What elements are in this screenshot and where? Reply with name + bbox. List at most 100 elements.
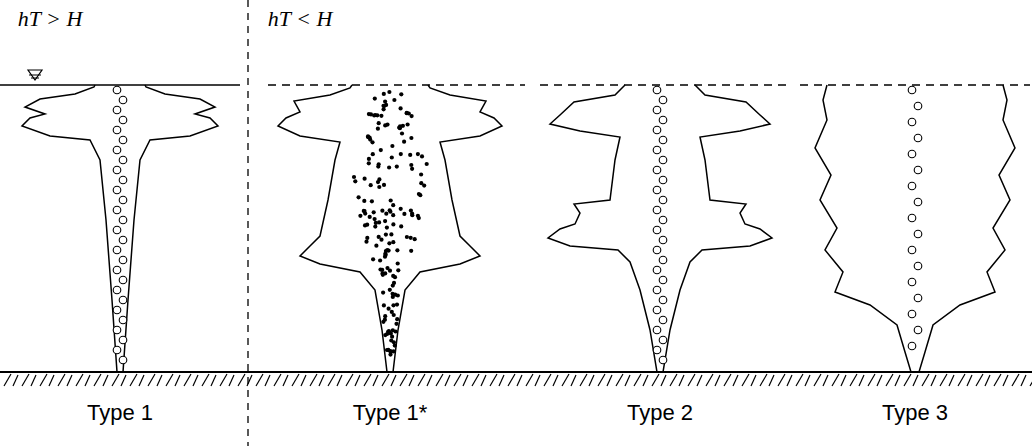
hatch-stroke <box>283 375 288 386</box>
hatch-stroke <box>823 375 828 386</box>
particle-dot <box>377 121 381 125</box>
particle-dot <box>410 211 414 215</box>
bubble <box>914 102 922 110</box>
hatch-stroke <box>751 375 756 386</box>
hatch-stroke <box>121 375 126 386</box>
bubble <box>113 166 121 174</box>
particle-dot <box>399 152 403 156</box>
hatch-stroke <box>1003 375 1008 386</box>
particle-dot <box>362 209 366 213</box>
particle-dot <box>391 284 395 288</box>
bubble <box>113 146 121 154</box>
particle-dot <box>387 165 391 169</box>
bubble <box>659 316 667 324</box>
particle-dot <box>383 314 387 318</box>
hatch-stroke <box>544 374 551 386</box>
particle-dot <box>410 114 414 118</box>
particle-dot <box>382 303 386 307</box>
particle-dot <box>380 209 384 213</box>
particle-dot <box>371 257 375 261</box>
particle-dot <box>381 291 385 295</box>
hatch-stroke <box>58 374 65 386</box>
bubble <box>908 246 916 254</box>
hatch-stroke <box>382 374 389 386</box>
bubble <box>659 176 667 184</box>
type-label: Type 2 <box>627 400 693 426</box>
particle-dot <box>394 322 398 326</box>
bubble <box>908 182 916 190</box>
hatch-stroke <box>625 375 630 386</box>
particle-dot <box>400 131 404 135</box>
hatch-stroke <box>301 375 306 386</box>
hatch-stroke <box>715 375 720 386</box>
particle-dot <box>396 293 400 297</box>
particle-dot <box>389 232 393 236</box>
bubble <box>914 294 922 302</box>
particle-dot <box>362 209 366 213</box>
hatch-stroke <box>265 375 270 386</box>
bubble <box>653 266 661 274</box>
hatch-stroke <box>985 375 990 386</box>
hatch-stroke <box>508 374 515 386</box>
particle-dot <box>390 144 394 148</box>
particle-dot <box>370 140 374 144</box>
particle-dot <box>385 226 389 230</box>
hatch-stroke <box>112 374 119 386</box>
bubble <box>659 236 667 244</box>
bubble <box>659 96 667 104</box>
hatch-stroke <box>499 375 504 386</box>
hatch-stroke <box>733 375 738 386</box>
bubble <box>659 296 667 304</box>
particle-dot <box>399 207 403 211</box>
particle-dot <box>383 333 387 337</box>
hatch-stroke <box>166 374 173 386</box>
particle-dot <box>395 317 399 321</box>
hatch-stroke <box>4 374 11 386</box>
bubble <box>653 146 661 154</box>
hatch-stroke <box>724 374 731 386</box>
particle-dot <box>391 349 395 353</box>
particle-dot <box>386 330 390 334</box>
bubble <box>659 116 667 124</box>
bubble <box>119 196 127 204</box>
hatch-stroke <box>148 374 155 386</box>
particle-dot <box>384 212 388 216</box>
particle-dot <box>399 224 403 228</box>
particle-dot <box>390 155 394 159</box>
particle-dot <box>366 135 370 139</box>
height-line <box>268 84 525 85</box>
bubble <box>113 186 121 194</box>
hatch-stroke <box>922 374 929 386</box>
particle-dot <box>362 199 366 203</box>
hatch-stroke <box>931 375 936 386</box>
particle-dot <box>390 310 394 314</box>
particle-dot <box>397 126 401 130</box>
hatch-stroke <box>409 375 414 386</box>
bubble <box>659 196 667 204</box>
particle-dot <box>381 104 385 108</box>
particle-dot <box>383 219 387 223</box>
divider-line <box>247 0 248 446</box>
bubble <box>113 306 121 314</box>
bubble <box>908 214 916 222</box>
hatch-stroke <box>616 374 623 386</box>
particle-dot <box>383 123 387 127</box>
particle-dot <box>383 255 387 259</box>
hatch-stroke <box>319 375 324 386</box>
hatch-stroke <box>913 375 918 386</box>
hatch-stroke <box>31 375 36 386</box>
particle-dot <box>385 266 389 270</box>
particle-dot <box>422 184 426 188</box>
bubble <box>908 118 916 126</box>
particle-dot <box>417 192 421 196</box>
particle-dot <box>399 106 403 110</box>
hatch-stroke <box>274 374 281 386</box>
particle-dot <box>409 249 413 253</box>
hatch-stroke <box>337 375 342 386</box>
bubble <box>113 86 121 94</box>
hatch-stroke <box>76 374 83 386</box>
particle-dot <box>370 199 374 203</box>
particle-dot <box>365 236 369 240</box>
hatch-stroke <box>445 375 450 386</box>
